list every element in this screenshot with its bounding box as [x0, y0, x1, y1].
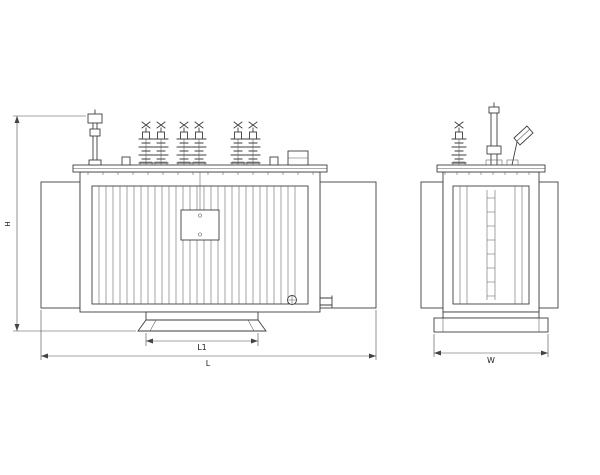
- dimension-base-length: L1: [145, 333, 259, 352]
- radiator-left: [40, 181, 81, 309]
- lifting-lug-right: [269, 156, 279, 166]
- side-panel: [452, 185, 530, 305]
- side-valve: [319, 295, 333, 308]
- dimension-overall-width: W: [433, 334, 549, 365]
- front-view: L1 L H: [4, 109, 377, 368]
- side-radiator-right: [538, 181, 559, 309]
- oil-level-gauge: [87, 109, 103, 166]
- dim-label-L1: L1: [197, 343, 207, 352]
- hv-bushing-3: [230, 121, 246, 166]
- lifting-lug-left: [121, 156, 131, 166]
- terminal-box: [287, 150, 309, 166]
- lv-bushing-1: [138, 121, 154, 166]
- nameplate: [180, 209, 220, 241]
- hv-bushing-4: [245, 121, 261, 166]
- dimension-overall-length: L: [40, 310, 377, 368]
- hv-bushing-1: [176, 121, 192, 166]
- lv-bushing-2: [153, 121, 169, 166]
- hv-bushing-2: [191, 121, 207, 166]
- side-radiator-left: [420, 181, 444, 309]
- radiator-right: [319, 181, 377, 309]
- thermometer: [506, 125, 534, 166]
- side-lv-bushing: [485, 102, 503, 166]
- side-base: [433, 311, 549, 333]
- drain-plug: [287, 295, 297, 305]
- dim-label-H: H: [4, 221, 12, 226]
- dim-label-W: W: [487, 356, 495, 365]
- dim-label-L: L: [206, 359, 211, 368]
- side-hv-bushing: [451, 121, 467, 166]
- base-skid: [137, 311, 267, 332]
- dimension-height: H: [4, 115, 136, 332]
- side-view: W: [420, 102, 559, 365]
